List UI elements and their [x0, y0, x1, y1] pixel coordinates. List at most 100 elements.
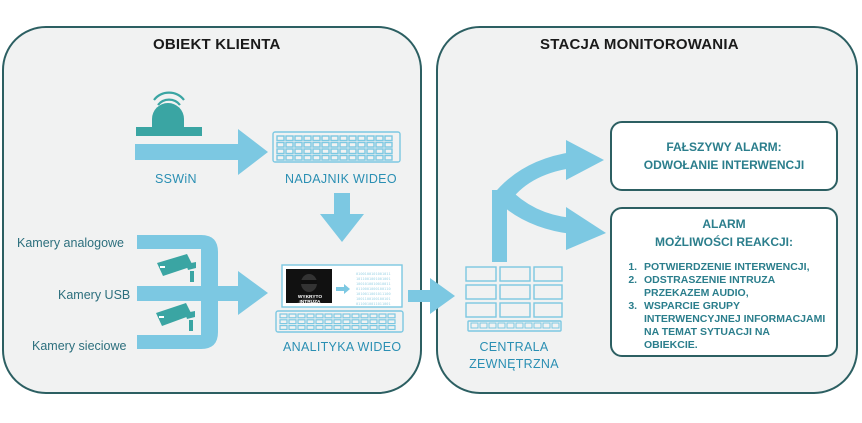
- keyboard-key: [351, 319, 360, 325]
- keyboard-key: [312, 135, 321, 142]
- keyboard-key: [369, 319, 378, 325]
- keyboard-key: [330, 141, 339, 148]
- arrow-central-split: [492, 140, 606, 262]
- keyboard-key: [321, 154, 330, 161]
- keyboard-key: [279, 325, 288, 331]
- keyboard-key: [375, 141, 384, 148]
- keyboard-key: [285, 154, 294, 161]
- keyboard-key: [315, 313, 324, 319]
- keyboard-key: [348, 148, 357, 155]
- alarm-title: ALARM: [702, 217, 746, 231]
- keyboard-key: [384, 154, 393, 161]
- keyboard-key: [533, 322, 542, 329]
- keyboard-key: [297, 313, 306, 319]
- keyboard-key: [324, 325, 333, 331]
- arrow-analytics-to-central: [408, 278, 455, 314]
- analytics-screen-caption: WYKRYTO INTRUZA: [297, 295, 323, 305]
- keyboard-key: [378, 319, 387, 325]
- keyboard-key: [285, 141, 294, 148]
- keyboard-key: [297, 325, 306, 331]
- keyboard-key: [339, 135, 348, 142]
- keyboard-key: [312, 154, 321, 161]
- keyboard-key: [324, 313, 333, 319]
- alarm-action-item: ODSTRASZENIE INTRUZA PRZEKAZEM AUDIO,: [640, 274, 826, 300]
- keyboard-key: [375, 148, 384, 155]
- keyboard-key: [470, 322, 479, 329]
- keyboard-key: [303, 141, 312, 148]
- analytics-label: ANALITYKA WIDEO: [283, 340, 402, 354]
- camera-label-analog: Kamery analogowe: [17, 236, 125, 250]
- keyboard-key: [285, 148, 294, 155]
- keyboard-key: [321, 141, 330, 148]
- keyboard-key: [294, 141, 303, 148]
- keyboard-key: [369, 313, 378, 319]
- svg-text:1010011001011100: 1010011001011100: [356, 292, 391, 296]
- keyboard-key: [506, 322, 515, 329]
- keyboard-key: [348, 135, 357, 142]
- keyboard-key: [276, 141, 285, 148]
- alarm-action-item: POTWIERDZENIE INTERWENCJI,: [640, 261, 826, 274]
- keyboard-key: [542, 322, 551, 329]
- camera-icon-lower: [156, 303, 195, 331]
- keyboard-key: [288, 319, 297, 325]
- alarm-subtitle: MOŻLIWOŚCI REAKCJI:: [655, 235, 793, 249]
- monitoring-station-title: STACJA MONITOROWANIA: [540, 36, 739, 53]
- keyboard-key: [312, 141, 321, 148]
- keyboard-key: [351, 313, 360, 319]
- keyboard-key: [285, 135, 294, 142]
- camera-bracket: [137, 235, 238, 349]
- keyboard-key: [360, 313, 369, 319]
- sswin-sensor-icon: [136, 91, 202, 136]
- arrow-transmitter-to-analytics: [320, 193, 364, 242]
- keyboard-key: [288, 313, 297, 319]
- camera-icon-upper: [157, 254, 196, 282]
- keyboard-key: [279, 313, 288, 319]
- keyboard-key: [279, 319, 288, 325]
- keyboard-key: [303, 148, 312, 155]
- keyboard-key: [276, 135, 285, 142]
- keyboard-key: [360, 325, 369, 331]
- svg-text:0110001000100110: 0110001000100110: [356, 287, 391, 291]
- keyboard-key: [333, 313, 342, 319]
- false-alarm-box: FAŁSZYWY ALARM: ODWOŁANIE INTERWENCJI: [610, 121, 838, 191]
- svg-text:1001100100100101: 1001100100100101: [356, 297, 391, 301]
- svg-text:0100100101001011: 0100100101001011: [356, 272, 391, 276]
- keyboard-key: [488, 322, 497, 329]
- keyboard-key: [357, 154, 366, 161]
- keyboard-key: [333, 319, 342, 325]
- keyboard-key: [306, 319, 315, 325]
- keyboard-key: [333, 325, 342, 331]
- sswin-label: SSWiN: [155, 172, 197, 186]
- keyboard-key: [366, 154, 375, 161]
- alarm-action-item: WSPARCIE GRUPY INTERWENCYJNEJ INFORMACJA…: [640, 300, 826, 352]
- keyboard-key: [551, 322, 560, 329]
- keyboard-key: [342, 319, 351, 325]
- keyboard-key: [497, 322, 506, 329]
- keyboard-key: [524, 322, 533, 329]
- keyboard-key: [357, 141, 366, 148]
- transmitter-keyboard-icon: [272, 131, 401, 163]
- keyboard-key: [351, 325, 360, 331]
- keyboard-key: [306, 313, 315, 319]
- keyboard-key: [303, 135, 312, 142]
- keyboard-key: [387, 319, 396, 325]
- camera-label-network: Kamery sieciowe: [32, 339, 127, 353]
- keyboard-key: [324, 319, 333, 325]
- central-label-line2: ZEWNĘTRZNA: [469, 357, 559, 371]
- keyboard-key: [276, 148, 285, 155]
- keyboard-key: [378, 325, 387, 331]
- arrow-cameras-to-analytics: [218, 271, 268, 315]
- keyboard-key: [348, 154, 357, 161]
- keyboard-key: [342, 313, 351, 319]
- keyboard-key: [321, 148, 330, 155]
- keyboard-key: [366, 148, 375, 155]
- keyboard-key: [366, 135, 375, 142]
- transmitter-label: NADAJNIK WIDEO: [285, 172, 397, 186]
- keyboard-key: [384, 135, 393, 142]
- keyboard-key: [369, 325, 378, 331]
- central-label-line1: CENTRALA: [479, 340, 549, 354]
- keyboard-key: [378, 313, 387, 319]
- keyboard-key: [339, 154, 348, 161]
- keyboard-key: [315, 319, 324, 325]
